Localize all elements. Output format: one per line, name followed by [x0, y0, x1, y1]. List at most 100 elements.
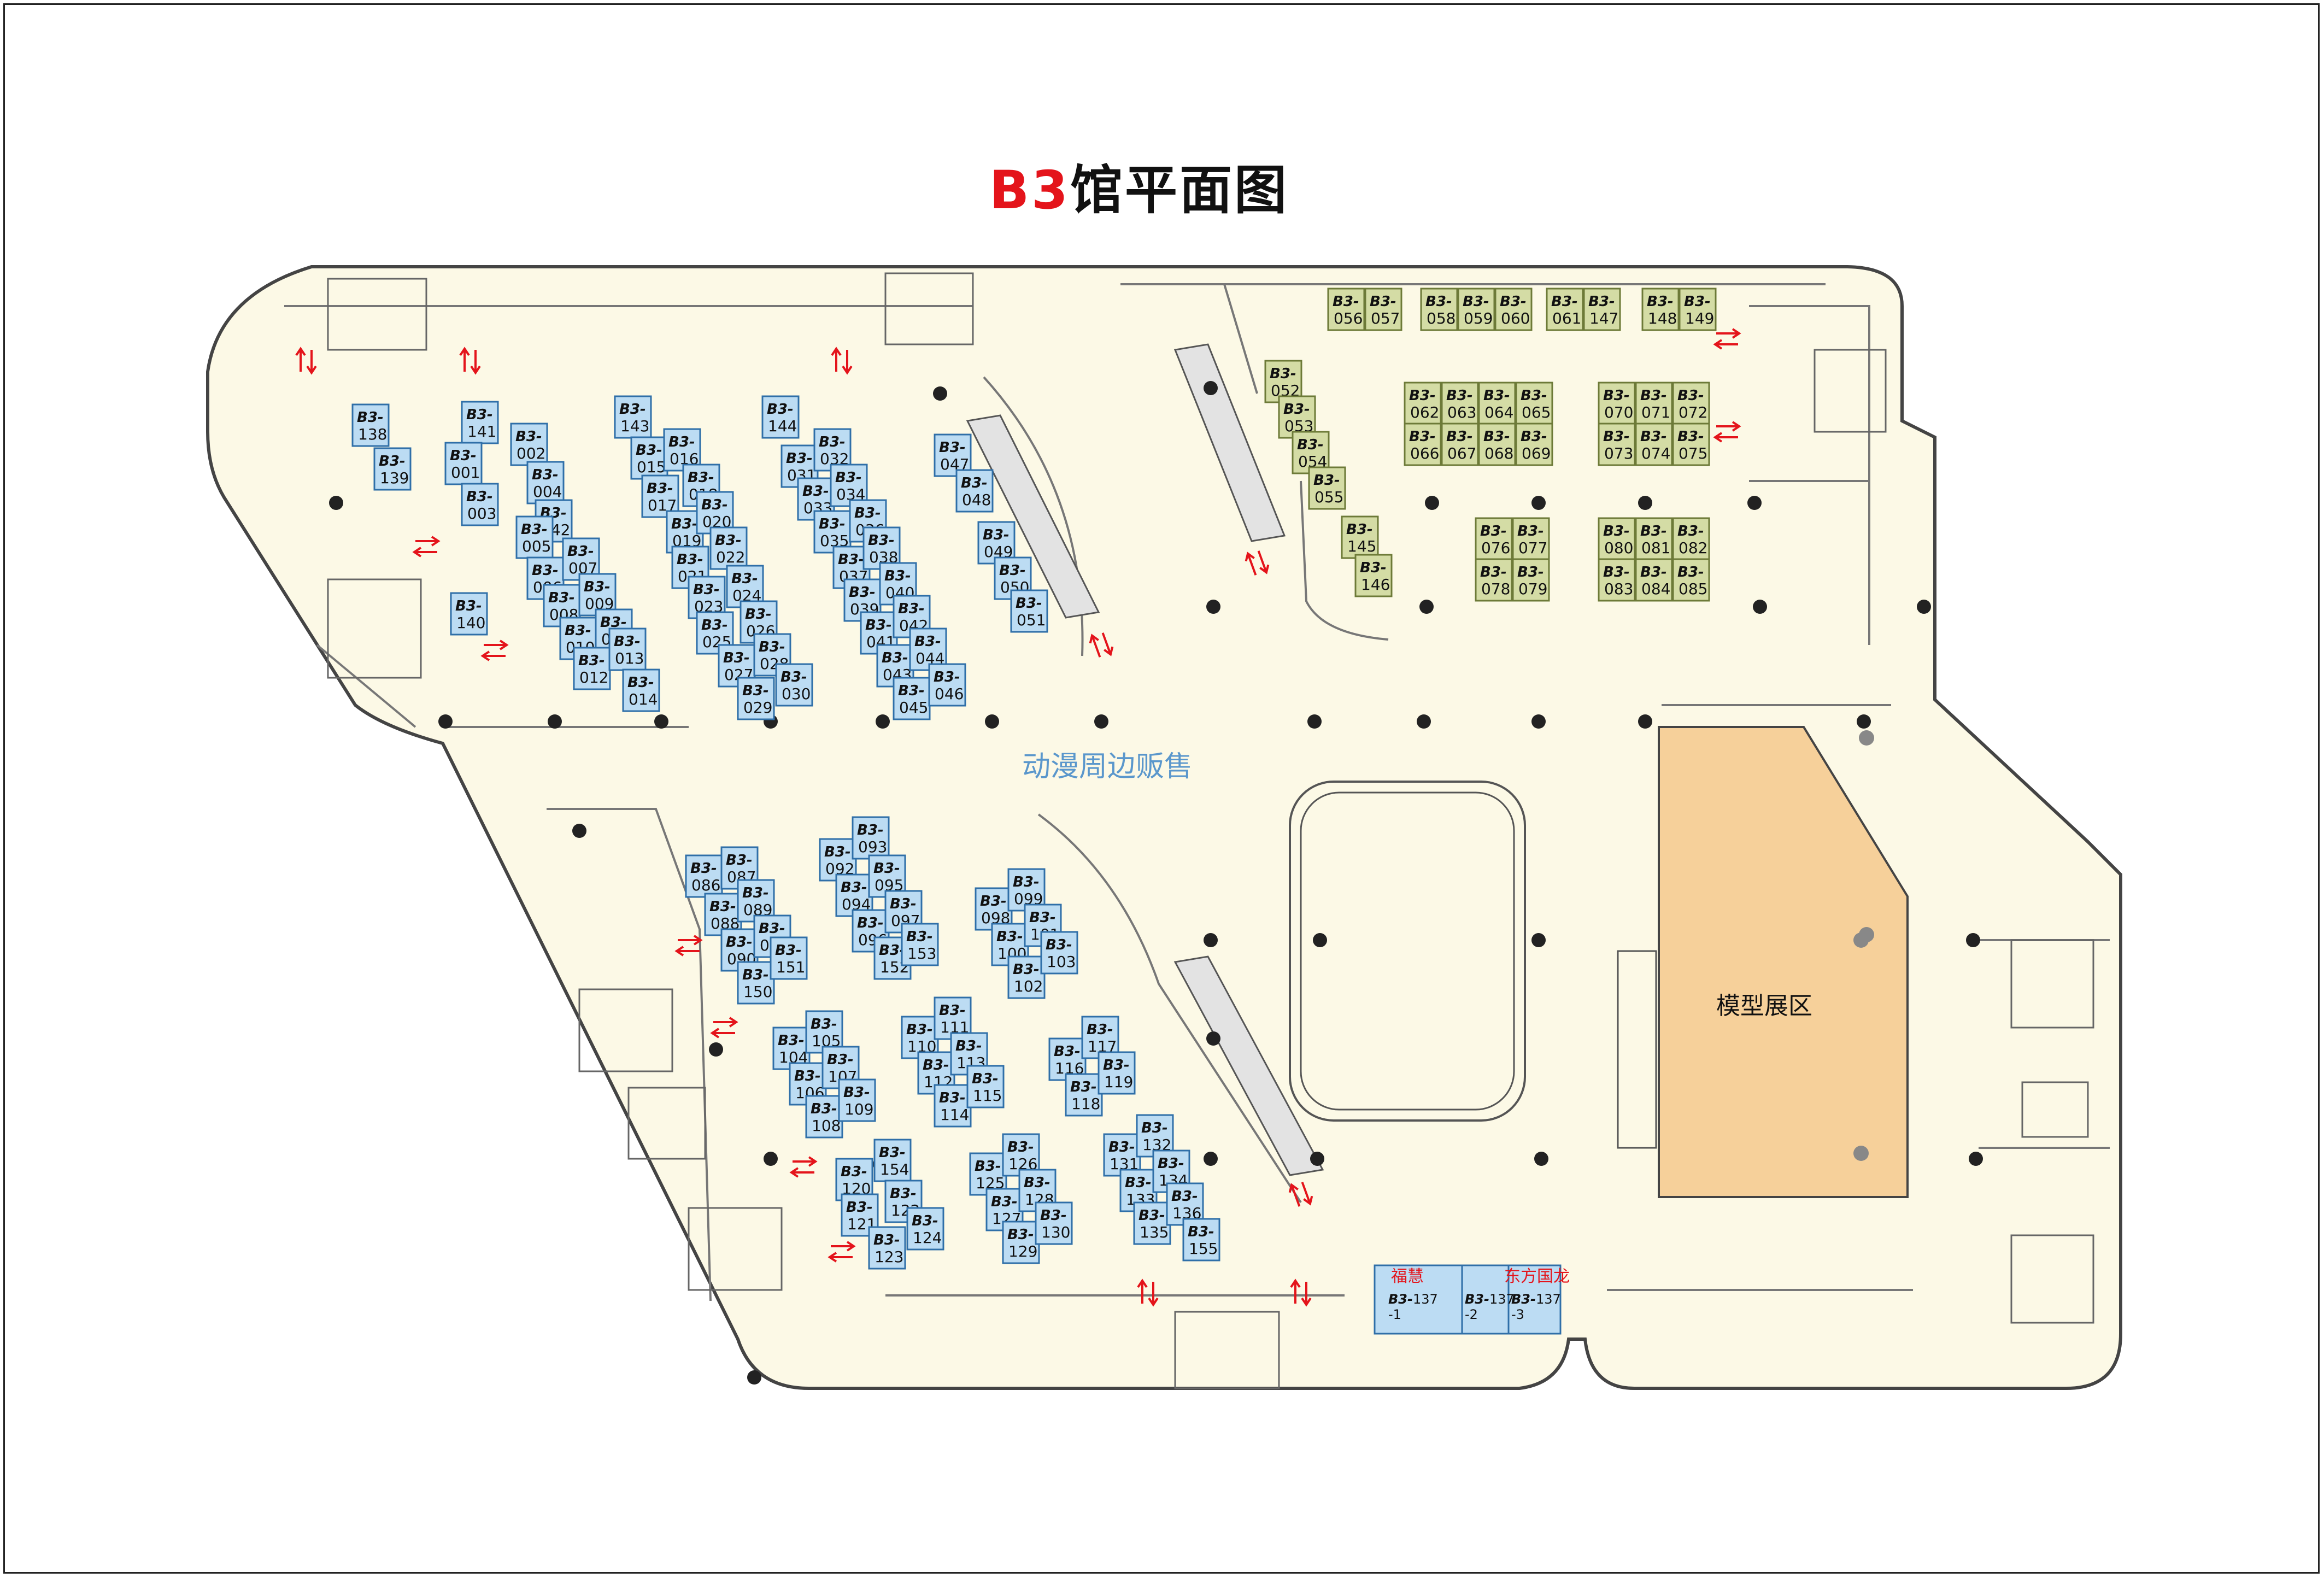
booth-prefix: B3-: [1070, 1079, 1097, 1095]
booth-056: B3-056: [1327, 288, 1365, 331]
booth-prefix: B3-: [1480, 523, 1507, 539]
booth-prefix: B3-: [1108, 1139, 1135, 1155]
booth-108: B3-108: [805, 1095, 843, 1139]
booth-number: 051: [1017, 611, 1046, 629]
booth-box: [1478, 423, 1516, 466]
booth-prefix: B3-: [873, 1232, 900, 1248]
booth-number: 079: [1518, 580, 1547, 598]
booth-number: 004: [533, 483, 562, 501]
booth-prefix: B3-: [668, 434, 695, 450]
booth-prefix: B3-: [726, 934, 753, 951]
booth-109: B3-109: [838, 1078, 876, 1122]
booth-box: [1475, 558, 1513, 602]
booth-prefix: B3-: [1054, 1043, 1081, 1060]
booth-number: 123: [875, 1248, 903, 1266]
booth-number: 056: [1334, 309, 1363, 327]
booth-080: B3-080: [1598, 517, 1636, 561]
booth-135: B3-135: [1133, 1201, 1171, 1245]
booth-130: B3-130: [1035, 1201, 1073, 1245]
booth-063: B3-063: [1441, 382, 1479, 425]
booth-number: 013: [615, 649, 644, 667]
title-text: 馆平面图: [1070, 160, 1289, 221]
entry-arrow-icon: [412, 536, 441, 558]
booth-137-1: B3-137-1: [1388, 1292, 1438, 1322]
booth-prefix: B3-: [865, 617, 892, 633]
booth-number: 103: [1047, 953, 1076, 971]
column: [709, 1042, 723, 1057]
booth-prefix: B3-: [1360, 560, 1387, 576]
booth-number: 075: [1679, 444, 1707, 462]
booth-number: 067: [1447, 444, 1476, 462]
booth-box: [835, 1158, 873, 1201]
booth-box: [1512, 517, 1550, 561]
booth-145: B3-145: [1341, 515, 1379, 559]
map-frame: [3, 3, 2320, 1574]
booth-box: [1420, 288, 1458, 331]
column: [1966, 933, 1980, 947]
entry-arrow-icon: [1245, 550, 1270, 576]
booth-prefix: B3-: [898, 683, 925, 699]
entry-arrow-icon: [1089, 632, 1114, 658]
anime-merch-label: 动漫周边贩售: [1022, 750, 1193, 783]
column: [1094, 714, 1108, 729]
booth-prefix: B3-: [873, 860, 900, 877]
booth-box: [862, 526, 901, 570]
booth-124: B3-124: [906, 1207, 944, 1251]
booth-154: B3-154: [873, 1139, 912, 1182]
booth-number: 077: [1518, 539, 1547, 557]
booth-number: 109: [844, 1100, 873, 1118]
booth-number: 155: [1189, 1240, 1218, 1258]
column: [1204, 933, 1218, 947]
booth-number: 030: [782, 685, 811, 703]
booth-number: 093: [858, 838, 887, 856]
booth-prefix: B3-: [466, 489, 493, 505]
booths: B3-138B3-139B3-140B3-141B3-001B3-002B3-0…: [351, 288, 1717, 1270]
booth-prefix: B3-: [688, 470, 714, 486]
column: [747, 1370, 761, 1385]
booth-box: [1635, 382, 1673, 425]
booth-prefix: B3-: [955, 1038, 982, 1054]
booth-prefix: B3-: [1370, 294, 1396, 310]
booth-079: B3-079: [1512, 558, 1550, 602]
booth-number: 130: [1041, 1223, 1070, 1241]
column: [876, 714, 890, 729]
booth-number: 029: [743, 699, 772, 717]
booth-box: [1048, 1037, 1087, 1081]
booth-prefix: B3-: [991, 1194, 1018, 1210]
booth-prefix: B3-: [742, 967, 769, 983]
booth-083: B3-083: [1598, 558, 1636, 602]
booth-058: B3-058: [1420, 288, 1458, 331]
booth-prefix: B3-: [1588, 294, 1615, 310]
booth-prefix: B3-: [1007, 1227, 1034, 1243]
booth-box: [1515, 382, 1553, 425]
booth-number: 055: [1314, 488, 1343, 506]
column: [1747, 496, 1762, 510]
interior-walls: [284, 283, 2110, 1301]
booth-prefix: B3-: [975, 1158, 1001, 1175]
booth-137-2: B3-137-2: [1465, 1292, 1515, 1322]
booth-box: [966, 1065, 1005, 1108]
entry-arrow-icon: [710, 1017, 738, 1039]
column: [1531, 933, 1546, 947]
booth-prefix: B3-: [671, 516, 698, 532]
booth-prefix: B3-: [1270, 366, 1296, 382]
booth-box: [737, 961, 775, 1005]
entry-arrow-icon: [459, 347, 481, 375]
booth-box: [573, 647, 611, 690]
booth-061: B3-061: [1546, 288, 1584, 331]
booth-077: B3-077: [1512, 517, 1550, 561]
booth-box: [1515, 423, 1553, 466]
booth-prefix: B3-: [857, 915, 884, 931]
booth-prefix: B3-: [1016, 595, 1042, 612]
booth-box: [630, 436, 668, 480]
booth-prefix: B3-: [1425, 294, 1452, 310]
booth-number: 064: [1484, 403, 1513, 421]
booth-number: 069: [1522, 444, 1551, 462]
booth-box: [770, 936, 808, 980]
booth-prefix: B3-: [1517, 523, 1544, 539]
booth-030: B3-030: [775, 663, 813, 707]
booth-prefix: B3-: [759, 639, 785, 655]
booth-069: B3-069: [1515, 423, 1553, 466]
booth-suffix: -1: [1388, 1307, 1401, 1322]
booth-number: 072: [1679, 403, 1707, 421]
